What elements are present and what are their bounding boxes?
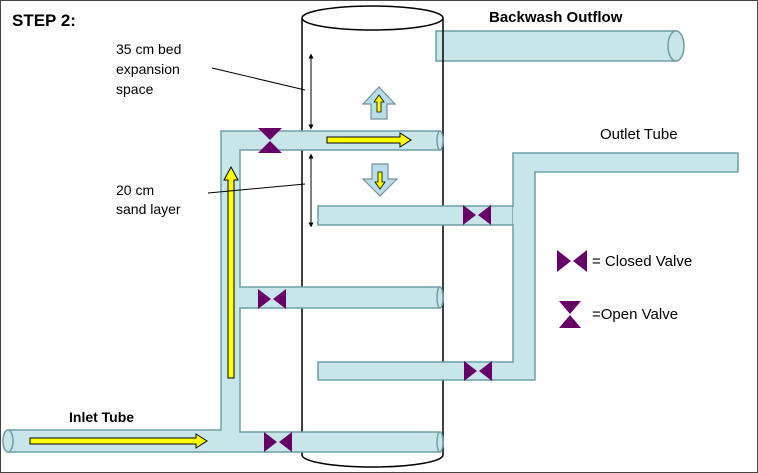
outlet-tube-label: Outlet Tube xyxy=(600,126,678,143)
flow-arrows xyxy=(29,132,412,449)
backwash-flow-arrow xyxy=(326,132,412,148)
inlet-pipe-network xyxy=(2,130,444,453)
legend-open-valve-label: =Open Valve xyxy=(592,306,679,323)
legend-closed-valve-icon xyxy=(557,250,587,272)
closed-valve-bottom-inlet xyxy=(264,432,292,452)
up-arrow xyxy=(361,86,397,120)
backwash-outflow-label: Backwash Outflow xyxy=(489,9,623,26)
sand-layer-label-line2: sand layer xyxy=(116,201,181,217)
inlet-flow-arrow xyxy=(29,433,208,449)
legend-open-valve-icon xyxy=(559,301,581,328)
riser-flow-arrow xyxy=(223,165,239,379)
inlet-tube-label: Inlet Tube xyxy=(69,409,135,425)
closed-valve-lower-outlet xyxy=(464,361,492,381)
bed-expansion-label-line1: 35 cm bed xyxy=(116,41,182,57)
filter-column xyxy=(301,5,444,468)
bed-expansion-leader xyxy=(211,67,306,91)
closed-valve-upper-outlet xyxy=(463,205,491,225)
legend-closed-valve-label: = Closed Valve xyxy=(592,253,693,270)
sand-layer-leader xyxy=(207,183,306,194)
step-title: STEP 2: xyxy=(12,11,76,30)
bed-expansion-label-line2: expansion xyxy=(116,61,180,77)
closed-valve-mid-inlet xyxy=(258,289,286,309)
backwash-outflow-pipe xyxy=(435,30,685,62)
down-arrow xyxy=(361,163,399,197)
open-valve-backwash xyxy=(258,128,282,153)
sand-layer-label-line1: 20 cm xyxy=(116,182,155,198)
bed-expansion-label-line3: space xyxy=(116,81,154,97)
